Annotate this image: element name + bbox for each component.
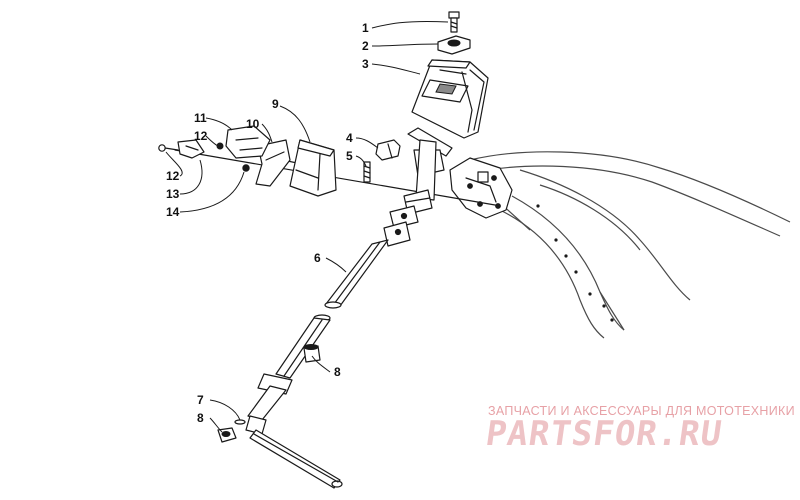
part-steering-shaft-lower [247,314,331,421]
callout-3: 3 [362,57,369,71]
callout-4: 4 [346,131,353,145]
part-washer [234,419,246,425]
part-handlebar-clamp [411,59,489,139]
part-bracket [225,125,271,159]
part-collar-upper [303,344,321,363]
callout-1: 1 [362,21,369,35]
part-nut-small [242,164,250,172]
callout-12-upper: 12 [194,129,208,143]
callout-11: 11 [194,111,207,125]
part-bolt [448,11,460,33]
callout-8-lower: 8 [197,411,204,425]
callout-14: 14 [166,205,180,219]
callout-6: 6 [314,251,321,265]
part-steering-shaft-upper [324,239,389,309]
callout-numbers: 1 2 3 4 5 6 7 8 8 9 10 11 12 12 13 14 [166,21,369,425]
part-bolt-left [158,144,179,152]
universal-joint [383,205,419,247]
watermark-logo: PARTSFOR.RU [483,414,725,454]
part-cover [289,139,337,197]
watermark-tagline: ЗАПЧАСТИ И АКСЕССУАРЫ ДЛЯ МОТОТЕХНИКИ [488,404,795,418]
vehicle-frame [469,151,791,339]
part-nut-lower [217,427,237,443]
steering-support-bracket [449,157,513,219]
part-screw [363,161,371,183]
lower-coupler [245,415,343,489]
callout-7: 7 [197,393,204,407]
part-spacer [375,139,401,161]
callout-leaders [165,20,449,433]
part-clamp-nut [437,35,471,55]
callout-10: 10 [246,117,260,131]
steering-post [403,127,453,215]
callout-2: 2 [362,39,369,53]
callout-8-upper: 8 [334,365,341,379]
callout-13: 13 [166,187,180,201]
callout-9: 9 [272,97,279,111]
callout-12-lower: 12 [166,169,180,183]
part-clip [177,139,205,159]
callout-5: 5 [346,149,353,163]
